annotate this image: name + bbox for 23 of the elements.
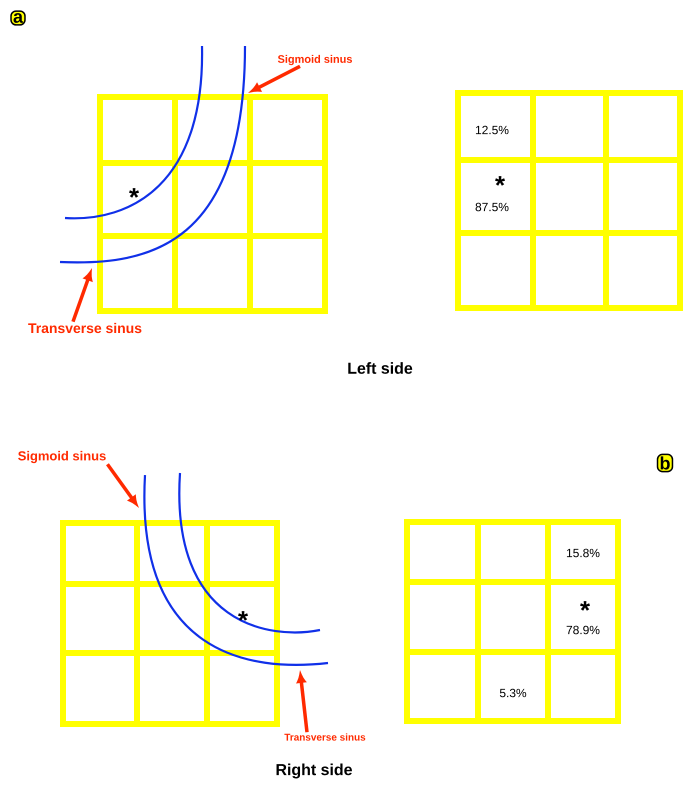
percentage-label: 5.3% bbox=[500, 688, 526, 698]
panel-letter: b bbox=[656, 454, 674, 472]
asterisk: * bbox=[238, 611, 248, 621]
percentage-label: 78.9% bbox=[566, 626, 600, 634]
asterisk: * bbox=[580, 601, 590, 611]
pointer-arrow bbox=[250, 64, 301, 92]
percentage-label: 15.8% bbox=[566, 548, 600, 558]
sinus-curve bbox=[144, 475, 328, 666]
pointer-arrow bbox=[106, 463, 138, 506]
pointer-arrow bbox=[71, 271, 92, 322]
asterisk: * bbox=[129, 188, 140, 198]
sinus-label: Sigmoid sinus bbox=[278, 54, 352, 66]
percentage-label: 87.5% bbox=[476, 202, 509, 212]
side-caption: Right side bbox=[276, 764, 352, 778]
sinus-label: Transverse sinus bbox=[28, 322, 142, 334]
pointer-arrow bbox=[296, 673, 309, 732]
sinus-label: Transverse sinus bbox=[284, 733, 366, 741]
panel-letter: a bbox=[10, 10, 26, 26]
side-caption: Left side bbox=[348, 362, 412, 374]
percentage-label: 12.5% bbox=[476, 126, 509, 134]
sinus-label: Sigmoid sinus bbox=[18, 450, 106, 464]
sinus-curve bbox=[60, 46, 246, 264]
asterisk: * bbox=[495, 176, 506, 186]
